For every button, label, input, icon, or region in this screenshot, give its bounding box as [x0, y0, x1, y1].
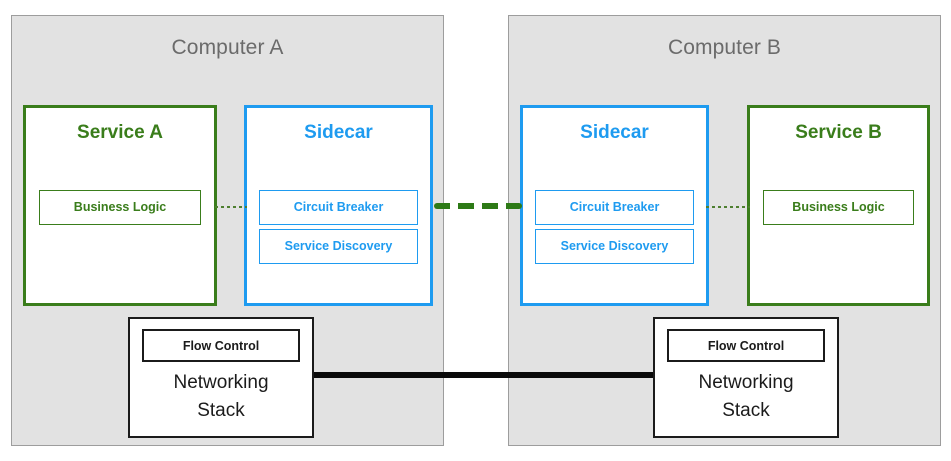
- networking-stack-a-line2: Stack: [197, 400, 245, 421]
- host-title-computer-b: Computer B: [667, 36, 782, 59]
- circuit-breaker-chip-b[interactable]: Circuit Breaker: [535, 190, 694, 225]
- service-discovery-chip-b[interactable]: Service Discovery: [535, 229, 694, 264]
- connector-sidecar-a-to-sidecar-b: [434, 203, 522, 209]
- connector-netstack-a-to-netstack-b: [310, 372, 656, 378]
- service-discovery-chip-a[interactable]: Service Discovery: [259, 229, 418, 264]
- business-logic-chip-b[interactable]: Business Logic: [763, 190, 914, 225]
- networking-stack-b-line1: Networking: [698, 372, 794, 393]
- circuit-breaker-chip-a[interactable]: Circuit Breaker: [259, 190, 418, 225]
- flow-control-chip-b[interactable]: Flow Control: [667, 329, 825, 362]
- networking-stack-a-line1: Networking: [173, 372, 269, 393]
- connector-sidecar-b-to-service-b: [706, 206, 750, 208]
- networking-stack-b-label: Networking Stack: [655, 369, 837, 425]
- service-b-panel[interactable]: Service B Business Logic: [747, 105, 930, 306]
- networking-stack-b-line2: Stack: [722, 400, 770, 421]
- host-title-computer-a: Computer A: [171, 36, 284, 59]
- sidecar-b-panel[interactable]: Sidecar Circuit Breaker Service Discover…: [520, 105, 709, 306]
- sidecar-b-title: Sidecar: [580, 122, 649, 143]
- networking-stack-a-label: Networking Stack: [130, 369, 312, 425]
- business-logic-chip-a[interactable]: Business Logic: [39, 190, 201, 225]
- sidecar-a-panel[interactable]: Sidecar Circuit Breaker Service Discover…: [244, 105, 433, 306]
- networking-stack-a[interactable]: Flow Control Networking Stack: [128, 317, 314, 438]
- service-b-title: Service B: [795, 122, 882, 143]
- networking-stack-b[interactable]: Flow Control Networking Stack: [653, 317, 839, 438]
- service-a-title: Service A: [77, 122, 163, 143]
- flow-control-chip-a[interactable]: Flow Control: [142, 329, 300, 362]
- sidecar-a-title: Sidecar: [304, 122, 373, 143]
- connector-service-a-to-sidecar-a: [215, 206, 247, 208]
- service-a-panel[interactable]: Service A Business Logic: [23, 105, 217, 306]
